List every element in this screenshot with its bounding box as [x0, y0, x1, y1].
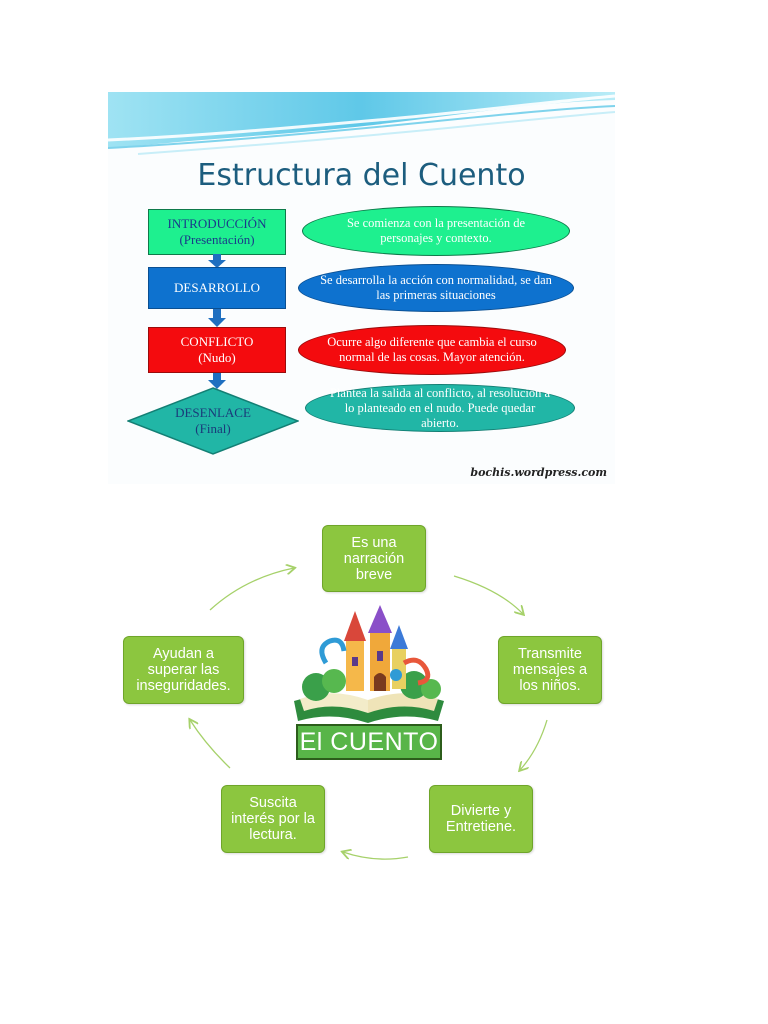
arrow-down-icon: [208, 373, 226, 389]
step-sublabel: (Nudo): [198, 350, 236, 365]
step-label: CONFLICTO: [180, 334, 254, 349]
description-introduccion: Se comienza con la presentación de perso…: [302, 206, 570, 256]
slide-title: Estructura del Cuento: [197, 158, 526, 193]
step-desarrollo: DESARROLLO: [148, 267, 286, 309]
cycle-item-ayudan: Ayudan a superar las inseguridades.: [123, 636, 244, 704]
desenlace-diamond: [127, 387, 299, 455]
step-introduccion: INTRODUCCIÓN (Presentación): [148, 209, 286, 255]
slide-header-waves: [108, 92, 615, 155]
step-label: DESENLACE: [175, 405, 251, 420]
description-desarrollo: Se desarrolla la acción con normalidad, …: [298, 264, 574, 312]
step-desenlace: DESENLACE (Final): [127, 387, 299, 455]
cycle-item-narracion: Es una narración breve: [322, 525, 426, 592]
cycle-arrow: [190, 720, 231, 769]
cycle-arrow: [453, 575, 523, 614]
description-conflicto: Ocurre algo diferente que cambia el curs…: [298, 325, 566, 375]
source-credit: bochis.wordpress.com: [470, 466, 607, 479]
step-conflicto: CONFLICTO (Nudo): [148, 327, 286, 373]
description-desenlace: Plantea la salida al conflicto, al resol…: [305, 384, 575, 432]
cycle-item-transmite: Transmite mensajes a los niños.: [498, 636, 602, 704]
cycle-arrow: [520, 719, 548, 770]
cycle-item-suscita: Suscita interés por la lectura.: [221, 785, 325, 853]
arrow-down-icon: [208, 254, 226, 268]
cycle-arrow: [209, 568, 294, 611]
step-label: DESARROLLO: [174, 280, 260, 295]
cycle-arrow: [343, 852, 409, 860]
story-structure-slide: Estructura del Cuento INTRODUCCIÓN (Pres…: [108, 92, 615, 484]
step-label: INTRODUCCIÓN: [167, 216, 267, 231]
storybook-castle-illustration: [294, 605, 444, 723]
step-sublabel: (Presentación): [179, 232, 255, 247]
cycle-item-divierte: Divierte y Entretiene.: [429, 785, 533, 853]
center-title: El CUENTO: [296, 724, 442, 760]
arrow-down-icon: [208, 309, 226, 327]
step-sublabel: (Final): [195, 421, 231, 436]
